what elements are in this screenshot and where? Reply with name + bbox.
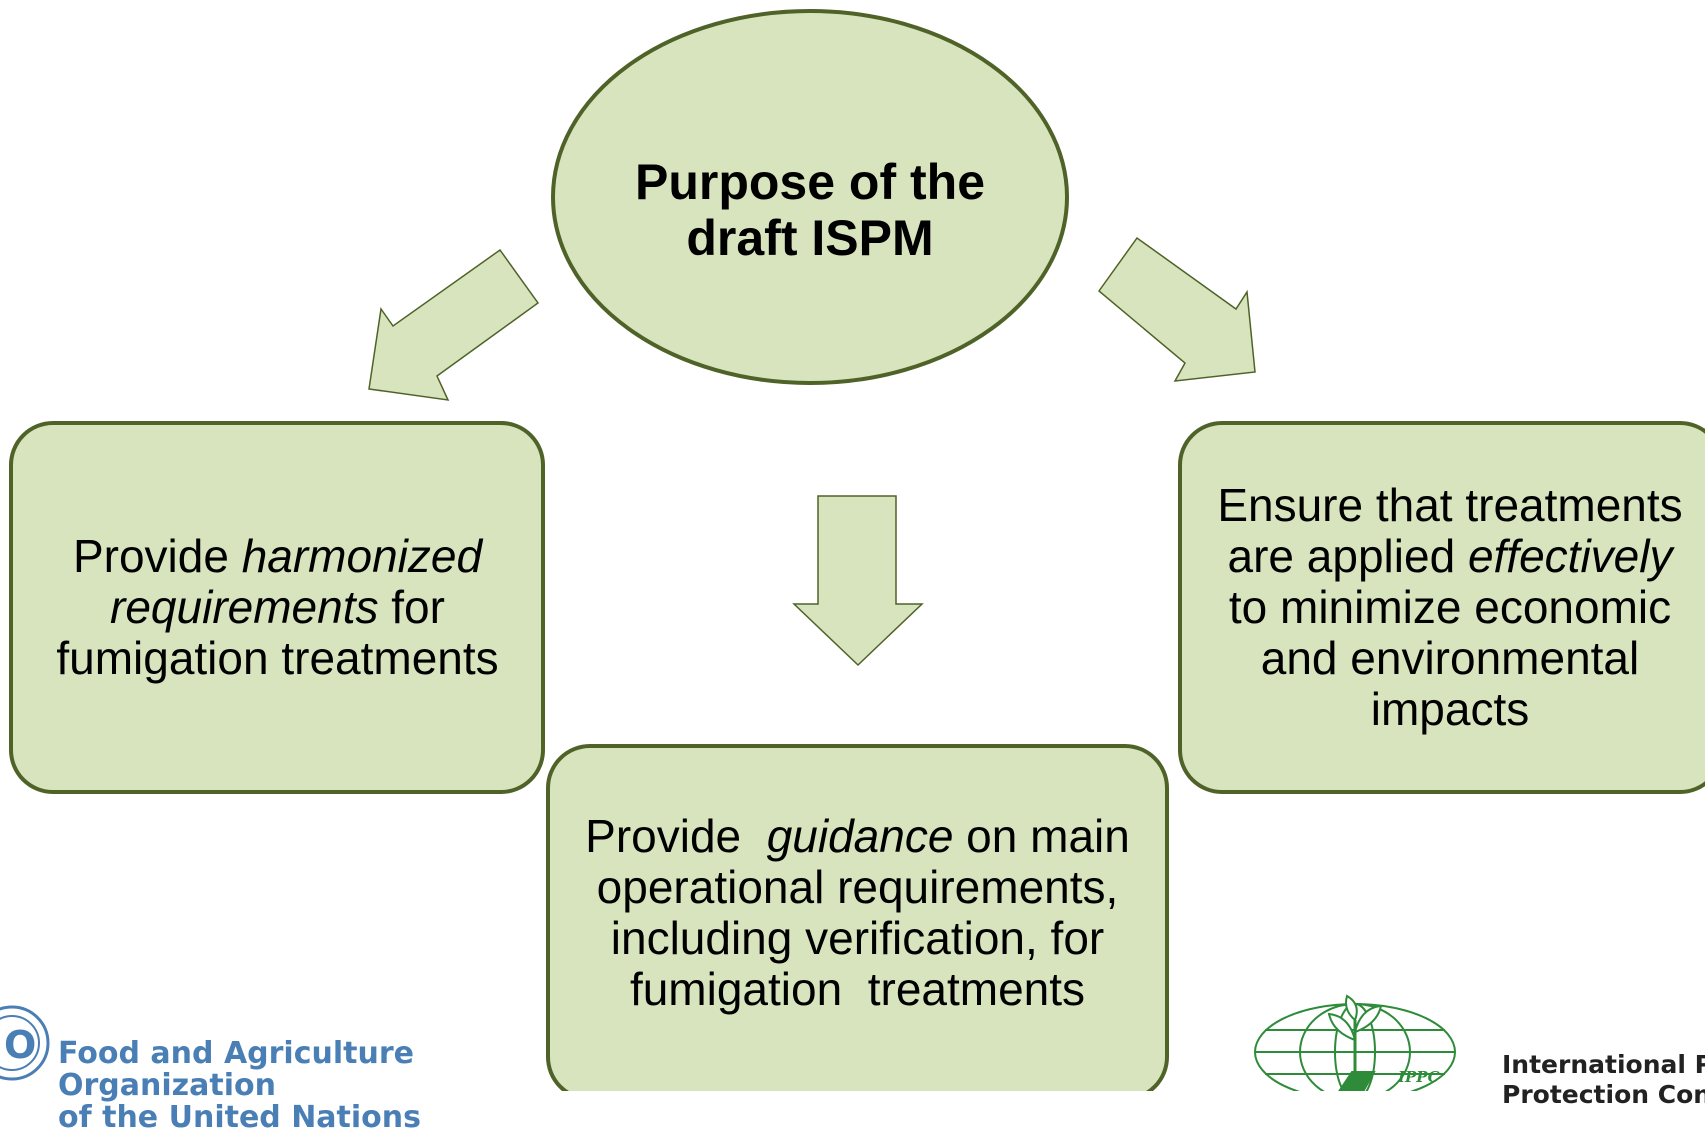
center-ellipse — [551, 9, 1069, 385]
box-text-line: Provide guidance on main — [585, 809, 1130, 862]
text-run: operational requirements, — [596, 860, 1119, 913]
emphasis-text: guidance — [766, 809, 954, 862]
text-run: impacts — [1370, 683, 1530, 735]
text-run: for — [378, 581, 445, 633]
fao-name-line1: Food and Agriculture Organization — [58, 1036, 414, 1103]
fao-name: Food and Agriculture Organization of the… — [58, 1038, 578, 1134]
text-run: including verification, for — [610, 911, 1105, 964]
ippc-logo — [1254, 994, 1456, 1091]
diagram-shapes: O IPPC — [0, 9, 1705, 1091]
text-run: Ensure that treatments — [1217, 479, 1683, 531]
ippc-name-line2: Protection Convention — [1502, 1080, 1705, 1109]
box-text-line: Ensure that treatments — [1217, 480, 1682, 531]
box-text-line: fumigation treatments — [56, 633, 498, 684]
text-run: on main — [953, 809, 1130, 862]
box-text-line: impacts — [1371, 684, 1529, 735]
box-bottom — [546, 744, 1169, 1091]
text-run: are applied — [1227, 530, 1468, 582]
text-run: to minimize economic — [1228, 581, 1672, 633]
text-run: fumigation treatments — [629, 962, 1086, 1015]
text-run: Provide — [585, 809, 767, 862]
box-text-line: fumigation treatments — [629, 962, 1086, 1015]
box-text-line: are applied effectively — [1228, 531, 1673, 582]
box-left — [9, 421, 545, 794]
center-title-line: Purpose of the — [634, 154, 986, 210]
box-right — [1178, 421, 1705, 794]
box-text-line: to minimize economic — [1229, 582, 1671, 633]
emphasis-text: harmonized — [241, 530, 483, 582]
box-text-line: including verification, for — [610, 911, 1105, 964]
emphasis-text: effectively — [1467, 530, 1673, 582]
box-text-line: Provide harmonized — [73, 531, 482, 582]
box-text-line: requirements for — [110, 582, 445, 633]
ippc-name: International Plant Protection Conventio… — [1502, 1050, 1705, 1110]
center-title-line: draft ISPM — [686, 210, 934, 266]
text-run: and environmental — [1260, 632, 1640, 684]
arrow-down-left — [368, 248, 540, 401]
fao-name-line2: of the United Nations — [58, 1100, 422, 1135]
ippc-name-line1: International Plant — [1502, 1050, 1705, 1079]
fao-logo: O — [0, 1005, 50, 1081]
ippc-logo-label: IPPC — [1397, 1068, 1440, 1086]
arrow-down-right — [1097, 236, 1256, 382]
text-run: Provide — [72, 530, 242, 582]
box-text-line: operational requirements, — [596, 860, 1119, 913]
text-run: fumigation treatments — [56, 632, 499, 684]
arrow-down — [792, 495, 924, 667]
box-text-line: and environmental — [1261, 633, 1639, 684]
svg-text:O: O — [4, 1023, 36, 1067]
emphasis-text: requirements — [110, 581, 379, 633]
